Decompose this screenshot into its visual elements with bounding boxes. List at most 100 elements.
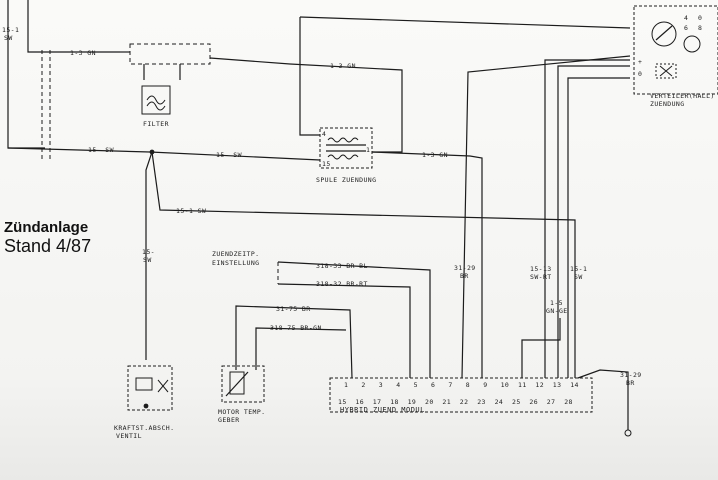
dist-pin: 0	[638, 70, 642, 78]
coil-winding-icon	[327, 137, 359, 143]
wire-15-valve	[145, 151, 153, 360]
wire-label: SW	[4, 34, 13, 42]
adjust-label: ZUENDZEITP.	[212, 250, 259, 258]
wire-label: 15- SW	[216, 151, 242, 159]
wire-label: BR	[626, 379, 635, 387]
wire-top-down	[299, 17, 320, 136]
solenoid-icon	[135, 377, 153, 391]
hybrid-module	[329, 377, 593, 413]
valve-icon	[157, 379, 169, 393]
module-pin: 21	[442, 398, 451, 406]
dist-pin: 4	[684, 14, 688, 22]
wire-left-2	[27, 0, 120, 53]
wire-dist-a	[544, 59, 630, 378]
distributor-hall	[633, 5, 718, 95]
coil-pin: 15	[322, 160, 331, 168]
wire-label: 1-3 GN	[330, 62, 356, 70]
wire-318-75	[255, 327, 347, 370]
diagram-title: Zündanlage	[4, 219, 89, 236]
module-pin: 17	[373, 398, 382, 406]
module-pin: 1	[344, 381, 348, 389]
hall-sensor-icon	[659, 65, 673, 77]
wire-label: 15-1	[570, 265, 587, 273]
wire-dist-c	[567, 77, 630, 378]
wire-filter-out	[209, 57, 403, 153]
wire-label: 318-33 BR-BL	[316, 262, 368, 270]
wire-label: SW-RT	[530, 273, 552, 281]
dist-pin: 0	[698, 14, 702, 22]
diagram-subtitle: Stand 4/87	[4, 236, 92, 256]
wire-top-long	[299, 16, 631, 29]
ignition-coil	[319, 127, 373, 169]
wire-label: 15-13	[530, 265, 552, 273]
module-pin: 15	[338, 398, 347, 406]
module-pin: 10	[501, 381, 510, 389]
module-pin: 8	[466, 381, 470, 389]
wire-label: 31-29	[620, 371, 642, 379]
wire-label: 15-	[142, 248, 155, 256]
wire-label: 31-75 BR	[276, 305, 311, 313]
thermistor-icon	[229, 371, 245, 395]
temp-label-2: GEBER	[218, 416, 240, 424]
temp-sender	[221, 365, 265, 403]
valve-label: KRAFTST.ABSCH.	[114, 424, 174, 432]
fuel-cutoff-valve	[127, 365, 173, 411]
wire-label: 15- SW	[88, 146, 114, 154]
module-pin: 19	[408, 398, 417, 406]
ground-icon	[624, 429, 632, 437]
coil-label: SPULE ZUENDUNG	[316, 176, 376, 184]
wire-15-sw	[7, 147, 321, 161]
module-pin: 20	[425, 398, 434, 406]
module-pin: 23	[477, 398, 486, 406]
wire-31-75	[235, 305, 353, 379]
rotor-icon	[651, 21, 677, 47]
filter-label: FILTER	[143, 120, 169, 128]
module-pin: 18	[390, 398, 399, 406]
adjust-label-2: EINSTELLUNG	[212, 259, 259, 267]
dist-pin: 8	[698, 24, 702, 32]
wire-318-32	[277, 283, 411, 378]
wire-label: 15-1	[2, 26, 19, 34]
wire-label: 15-1 SW	[176, 207, 206, 215]
wire-label: 1-3 GN	[70, 49, 96, 57]
distributor-label-2: ZUENDUNG	[650, 100, 685, 108]
module-pin: 22	[460, 398, 469, 406]
trigger-icon	[683, 35, 701, 53]
module-pin: 13	[553, 381, 562, 389]
wire-label: SW	[143, 256, 152, 264]
module-pin: 27	[547, 398, 556, 406]
module-pin: 24	[495, 398, 504, 406]
wire-15-1-sw	[151, 151, 576, 378]
wire-label: SW	[574, 273, 583, 281]
wire-coil-out	[371, 151, 483, 378]
wire-label: 1-3 GN	[422, 151, 448, 159]
filter-icon	[146, 95, 166, 105]
wire-label: GN-GE	[546, 307, 568, 315]
module-pin: 26	[529, 398, 538, 406]
module-pin: 25	[512, 398, 521, 406]
module-pin: 4	[396, 381, 400, 389]
wire-label: BR	[460, 272, 469, 280]
wire-1-5	[521, 318, 561, 378]
wire-31-29	[461, 55, 631, 379]
valve-label-2: VENTIL	[116, 432, 142, 440]
wire-label: 318-32 BR-RT	[316, 280, 368, 288]
module-pin: 28	[564, 398, 573, 406]
module-pin: 11	[518, 381, 527, 389]
coil-pin: 1	[366, 146, 370, 154]
module-label: HYBRID ZUEND MODUL	[340, 406, 425, 414]
module-pin: 2	[361, 381, 365, 389]
wire-15-1-left	[7, 0, 45, 149]
module-pin: 12	[535, 381, 544, 389]
wire-318-33	[277, 261, 431, 378]
module-pin: 7	[448, 381, 452, 389]
dist-pin: +	[638, 58, 642, 66]
temp-label: MOTOR TEMP.	[218, 408, 265, 416]
dist-pin: 6	[684, 24, 688, 32]
wire-dist-b	[557, 65, 630, 378]
module-pin: 14	[570, 381, 579, 389]
